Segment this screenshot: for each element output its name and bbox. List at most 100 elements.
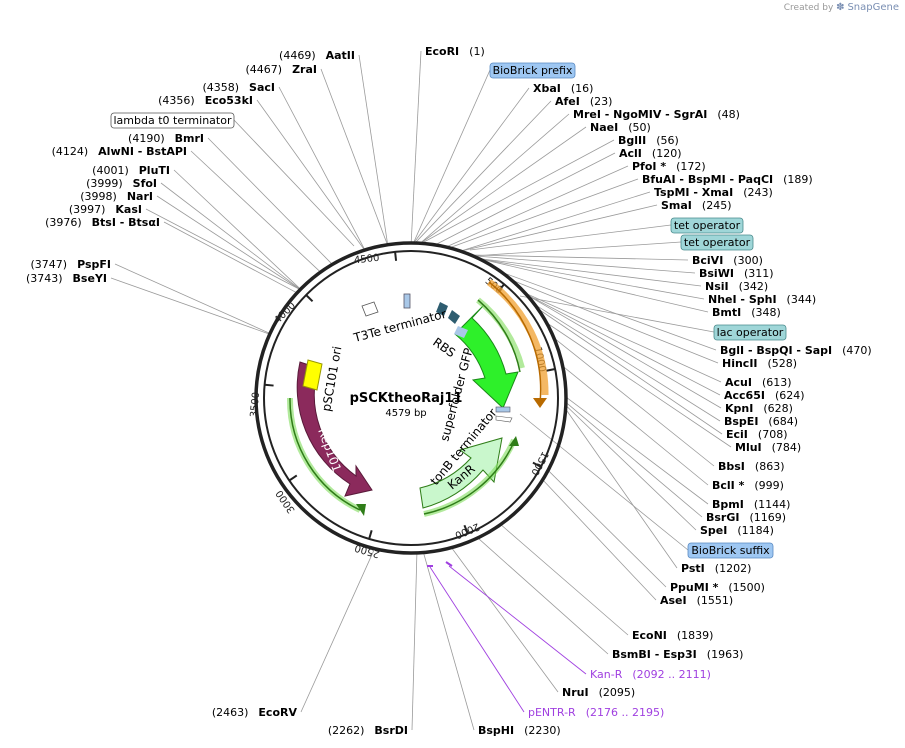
restriction-site-label[interactable]: (3976)BtsI - BtsαI bbox=[45, 216, 160, 229]
restriction-site-label[interactable]: KpnI(628) bbox=[725, 402, 793, 415]
site-name: HincII bbox=[722, 357, 758, 370]
restriction-site-label[interactable]: AfeI(23) bbox=[555, 95, 612, 108]
tet-operator-marker-1[interactable] bbox=[436, 302, 448, 316]
restriction-site-label[interactable]: (2262)BsrDI bbox=[328, 724, 408, 737]
tet-operator-marker-2[interactable] bbox=[448, 310, 460, 324]
primer-leader-line bbox=[429, 566, 525, 713]
restriction-site-label[interactable]: BglI - BspQI - SapI(470) bbox=[720, 344, 872, 357]
restriction-site-label[interactable]: BbsI(863) bbox=[718, 460, 785, 473]
site-leader-line bbox=[473, 254, 689, 261]
site-leader-line bbox=[539, 309, 723, 435]
biobrick-suffix-marker[interactable] bbox=[495, 406, 511, 413]
box-leader-line bbox=[469, 224, 672, 251]
site-position: (1) bbox=[469, 45, 485, 58]
restriction-site-label[interactable]: PpuMI *(1500) bbox=[670, 581, 765, 594]
site-leader-line bbox=[421, 113, 570, 243]
restriction-site-label[interactable]: (2463)EcoRV bbox=[212, 706, 298, 719]
restriction-site-label[interactable]: BfuAI - BspMI - PaqCI(189) bbox=[642, 173, 813, 186]
feature-box[interactable] bbox=[110, 112, 235, 129]
site-leader-line bbox=[451, 548, 559, 693]
feature-box[interactable] bbox=[670, 217, 744, 234]
site-position: (1144) bbox=[754, 498, 791, 511]
restriction-site-label[interactable]: (4356)Eco53kI bbox=[158, 94, 253, 107]
primer-label[interactable]: pENTR-R(2176 .. 2195) bbox=[528, 706, 664, 719]
restriction-site-label[interactable]: SmaI(245) bbox=[661, 199, 732, 212]
primer-kan-r-mark[interactable] bbox=[445, 561, 453, 567]
restriction-site-label[interactable]: (3999)SfoI bbox=[86, 177, 157, 190]
site-name: BsmBI - Esp3I bbox=[612, 648, 697, 661]
restriction-site-label[interactable]: TspMI - XmaI(243) bbox=[654, 186, 773, 199]
site-leader-line bbox=[300, 549, 375, 713]
restriction-site-label[interactable]: (3747)PspFI bbox=[31, 258, 111, 271]
tonb-marker[interactable] bbox=[495, 415, 513, 423]
restriction-site-label[interactable]: NruI(2095) bbox=[562, 686, 635, 699]
psc101-ori-block[interactable] bbox=[302, 359, 323, 391]
restriction-site-label[interactable]: BpmI (1144) bbox=[712, 498, 790, 511]
restriction-site-label[interactable]: EcoRI(1) bbox=[425, 45, 485, 58]
gfp-arrow[interactable] bbox=[454, 305, 519, 409]
primer-range: (2092 .. 2111) bbox=[632, 668, 711, 681]
restriction-site-label[interactable]: (3998)NarI bbox=[80, 190, 153, 203]
site-position: (613) bbox=[762, 376, 792, 389]
site-name: SacI bbox=[249, 81, 275, 94]
primer-label[interactable]: Kan-R(2092 .. 2111) bbox=[590, 668, 711, 681]
lambda-t0-marker[interactable] bbox=[361, 301, 379, 317]
restriction-site-label[interactable]: BsrGI(1169) bbox=[706, 511, 786, 524]
t3te-marker[interactable] bbox=[403, 293, 411, 309]
restriction-site-label[interactable]: Acc65I(624) bbox=[724, 389, 805, 402]
restriction-site-label[interactable]: BglII(56) bbox=[618, 134, 679, 147]
restriction-site-label[interactable]: (3997)KasI bbox=[69, 203, 142, 216]
site-position: (4001) bbox=[92, 164, 129, 177]
restriction-site-label[interactable]: PstI(1202) bbox=[681, 562, 751, 575]
feature-box-label: BioBrick prefix bbox=[493, 64, 573, 77]
feature-box[interactable] bbox=[680, 234, 754, 251]
restriction-site-label[interactable]: (3743)BseYI bbox=[26, 272, 107, 285]
site-leader-line bbox=[528, 295, 721, 396]
restriction-site-label[interactable]: (4469)AatII bbox=[279, 49, 355, 62]
restriction-site-label[interactable]: (4358)SacI bbox=[202, 81, 275, 94]
feature-box[interactable] bbox=[489, 62, 576, 79]
site-name: BpmI bbox=[712, 498, 744, 511]
feature-box[interactable] bbox=[713, 324, 787, 341]
restriction-site-label[interactable]: BsmBI - Esp3I(1963) bbox=[612, 648, 743, 661]
restriction-site-label[interactable]: PfoI *(172) bbox=[632, 160, 706, 173]
site-leader-line bbox=[190, 150, 321, 272]
restriction-site-label[interactable]: MreI - NgoMIV - SgrAI(48) bbox=[573, 108, 740, 121]
restriction-site-label[interactable]: MluI(784) bbox=[735, 441, 801, 454]
restriction-site-label[interactable]: XbaI(16) bbox=[533, 82, 593, 95]
restriction-site-label[interactable]: BsiWI(311) bbox=[699, 267, 774, 280]
restriction-site-label[interactable]: NheI - SphI(344) bbox=[708, 293, 816, 306]
site-position: (1184) bbox=[737, 524, 774, 537]
restriction-site-label[interactable]: (4124)AlwNI - BstAPI bbox=[52, 145, 187, 158]
tick-mark bbox=[305, 294, 314, 303]
restriction-site-label[interactable]: BspHI(2230) bbox=[478, 724, 561, 737]
site-name: PstI bbox=[681, 562, 705, 575]
restriction-site-label[interactable]: EciI(708) bbox=[726, 428, 788, 441]
restriction-site-label[interactable]: AseI(1551) bbox=[660, 594, 733, 607]
feature-box[interactable] bbox=[687, 542, 774, 559]
site-name: KasI bbox=[115, 203, 142, 216]
restriction-site-label[interactable]: (4190)BmrI bbox=[128, 132, 204, 145]
rbs-marker[interactable] bbox=[454, 326, 468, 338]
site-name: NheI - SphI bbox=[708, 293, 777, 306]
site-leader-line bbox=[475, 255, 696, 274]
site-position: (4356) bbox=[158, 94, 195, 107]
restriction-site-label[interactable]: NaeI(50) bbox=[590, 121, 651, 134]
restriction-site-label[interactable]: SpeI(1184) bbox=[700, 524, 774, 537]
site-leader-line bbox=[548, 470, 667, 588]
restriction-site-label[interactable]: HincII(528) bbox=[722, 357, 797, 370]
restriction-site-label[interactable]: NsiI(342) bbox=[705, 280, 768, 293]
restriction-site-label[interactable]: BciVI(300) bbox=[692, 254, 763, 267]
site-leader-line bbox=[566, 410, 678, 569]
restriction-site-label[interactable]: AclI(120) bbox=[619, 147, 682, 160]
restriction-site-label[interactable]: (4467)ZraI bbox=[246, 63, 318, 76]
restriction-site-label[interactable]: BclI *(999) bbox=[712, 479, 784, 492]
kanr-arrow[interactable] bbox=[419, 437, 503, 509]
restriction-site-label[interactable]: (4001)PluTI bbox=[92, 164, 170, 177]
restriction-site-label[interactable]: AcuI(613) bbox=[725, 376, 792, 389]
restriction-site-label[interactable]: BmtI(348) bbox=[712, 306, 781, 319]
restriction-site-label[interactable]: EcoNI(1839) bbox=[632, 629, 713, 642]
site-leader-line bbox=[110, 277, 269, 335]
restriction-site-label[interactable]: BspEI(684) bbox=[724, 415, 798, 428]
plasmid-length: 4579 bp bbox=[385, 408, 426, 419]
